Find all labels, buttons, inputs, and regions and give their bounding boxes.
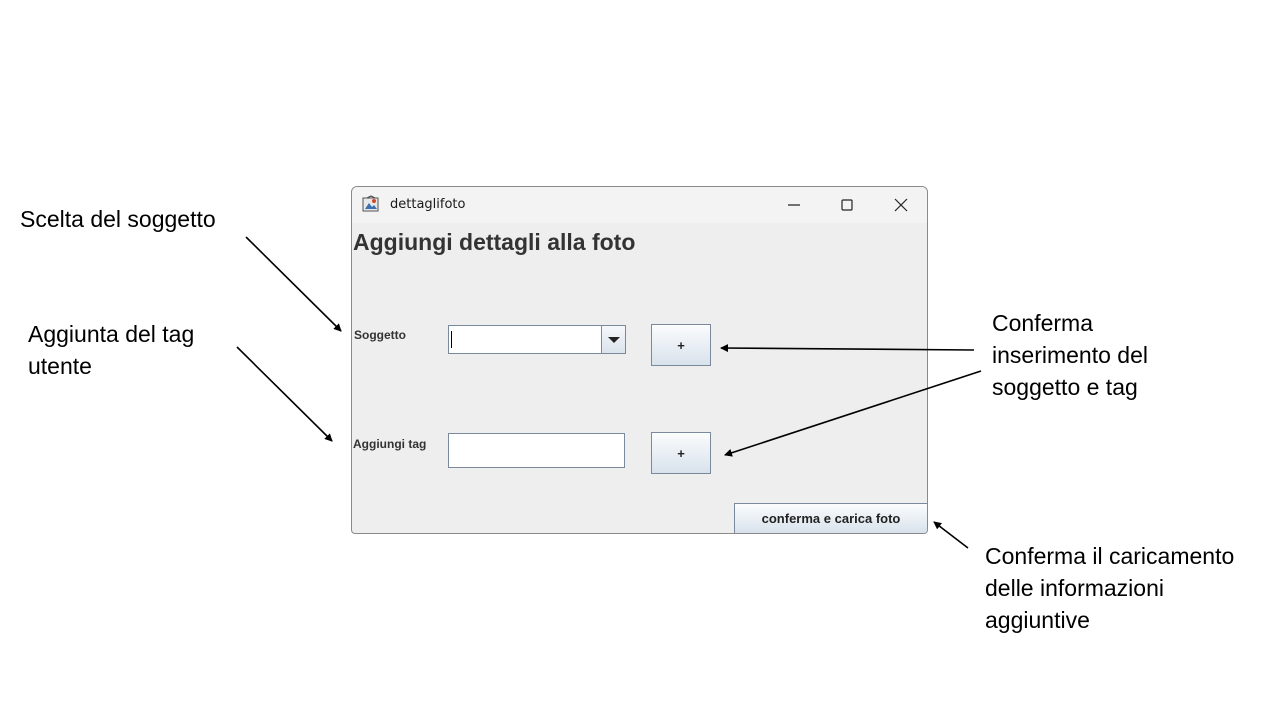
minimize-button[interactable] — [774, 193, 814, 217]
close-button[interactable] — [881, 193, 921, 217]
soggetto-combobox[interactable] — [448, 325, 626, 354]
minimize-icon — [788, 204, 800, 206]
maximize-button[interactable] — [827, 193, 867, 217]
maximize-icon — [841, 199, 853, 211]
window-title: dettaglifoto — [390, 197, 466, 212]
tag-input[interactable] — [448, 433, 625, 468]
confirm-upload-button[interactable]: conferma e carica foto — [734, 503, 927, 533]
app-icon — [362, 195, 379, 212]
combobox-dropdown-button[interactable] — [601, 326, 625, 353]
app-window: dettaglifoto Aggiungi dettagli alla foto… — [351, 186, 928, 534]
annotation-conferma-inserimento: Conferma inserimento del soggetto e tag — [992, 310, 1148, 400]
arrow-soggetto — [245, 236, 342, 332]
arrow-conferma-caricamento — [933, 521, 969, 549]
add-tag-button[interactable]: + — [651, 432, 711, 474]
annotation-conferma-caricamento: Conferma il caricamento delle informazio… — [985, 543, 1235, 633]
text-caret — [451, 331, 452, 348]
page-title: Aggiungi dettagli alla foto — [353, 229, 636, 255]
arrow-tag — [236, 346, 333, 442]
annotation-scelta-soggetto: Scelta del soggetto — [20, 206, 216, 232]
chevron-down-icon — [607, 336, 620, 343]
close-icon — [894, 198, 908, 212]
tag-label: Aggiungi tag — [353, 437, 427, 451]
annotation-aggiunta-tag: Aggiunta del tag utente — [28, 321, 195, 379]
soggetto-label: Soggetto — [354, 328, 406, 342]
add-soggetto-button[interactable]: + — [651, 324, 711, 366]
title-bar: dettaglifoto — [352, 187, 927, 223]
